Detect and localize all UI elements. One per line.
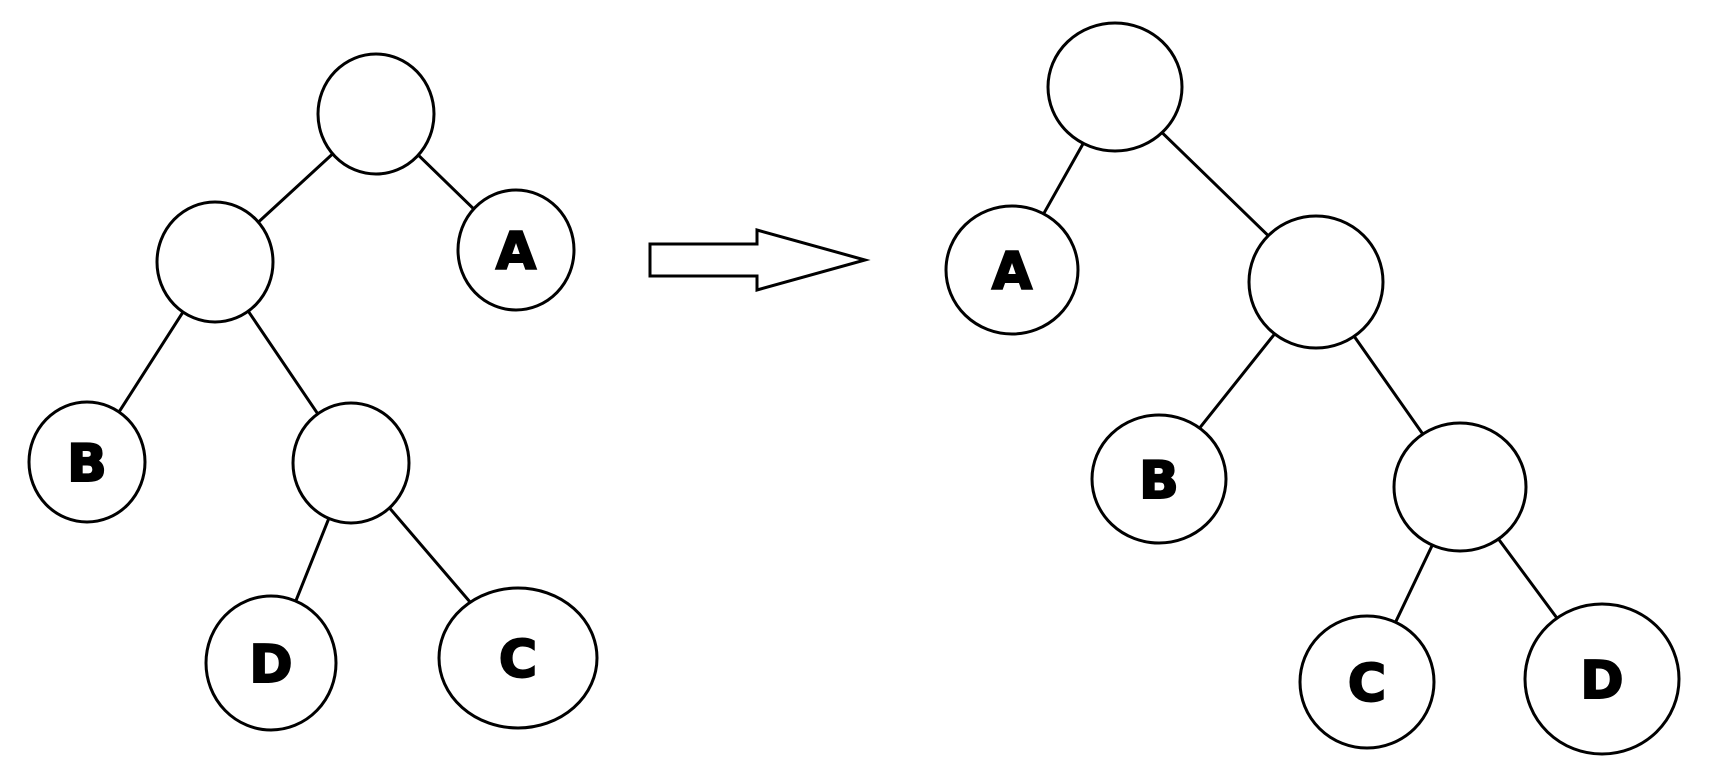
before-node-leaf-d — [204, 594, 338, 732]
before-edge-inner-1-to-inner-2 — [246, 309, 320, 416]
after-edge-inner-2-to-leaf-d — [1496, 537, 1559, 620]
after-node-root — [1046, 21, 1184, 153]
after-node-leaf-a — [944, 204, 1080, 336]
before-edge-inner-2-to-leaf-c — [387, 506, 472, 604]
after-node-leaf-c — [1298, 614, 1436, 750]
after-node-label-leaf-b: B — [1139, 451, 1179, 511]
before-node-leaf-c — [437, 586, 599, 730]
before-edge-root-to-inner-1 — [256, 152, 335, 224]
before-edge-root-to-leaf-a — [416, 153, 476, 211]
before-node-leaf-b — [27, 400, 147, 524]
before-node-inner-1 — [155, 200, 275, 324]
after-edge-root-to-leaf-a — [1042, 141, 1085, 216]
before-edge-inner-2-to-leaf-d — [294, 516, 331, 603]
before-node-label-leaf-c: C — [499, 630, 537, 690]
after-edge-inner-1-to-inner-2 — [1352, 334, 1425, 436]
before-node-label-leaf-b: B — [67, 434, 107, 494]
tree-before: A B D C — [27, 52, 599, 732]
after-node-label-leaf-a: A — [992, 242, 1032, 302]
before-node-leaf-a — [456, 188, 576, 312]
right-arrow-icon — [648, 228, 871, 292]
after-node-label-leaf-d: D — [1580, 651, 1623, 711]
after-edge-root-to-inner-1 — [1160, 131, 1270, 238]
after-node-leaf-d — [1523, 602, 1681, 756]
after-node-inner-1 — [1247, 214, 1385, 350]
after-node-leaf-b — [1090, 413, 1228, 545]
before-node-label-leaf-d: D — [249, 635, 292, 695]
after-node-label-leaf-c: C — [1348, 654, 1386, 714]
tree-after: A B C D — [944, 21, 1681, 756]
after-edge-inner-1-to-leaf-b — [1198, 332, 1277, 430]
after-edge-inner-2-to-leaf-c — [1393, 543, 1434, 624]
before-node-label-leaf-a: A — [496, 222, 536, 282]
before-node-root — [316, 52, 436, 176]
before-edge-inner-1-to-leaf-b — [117, 310, 185, 414]
before-node-inner-2 — [291, 401, 411, 525]
after-node-inner-2 — [1392, 421, 1528, 553]
